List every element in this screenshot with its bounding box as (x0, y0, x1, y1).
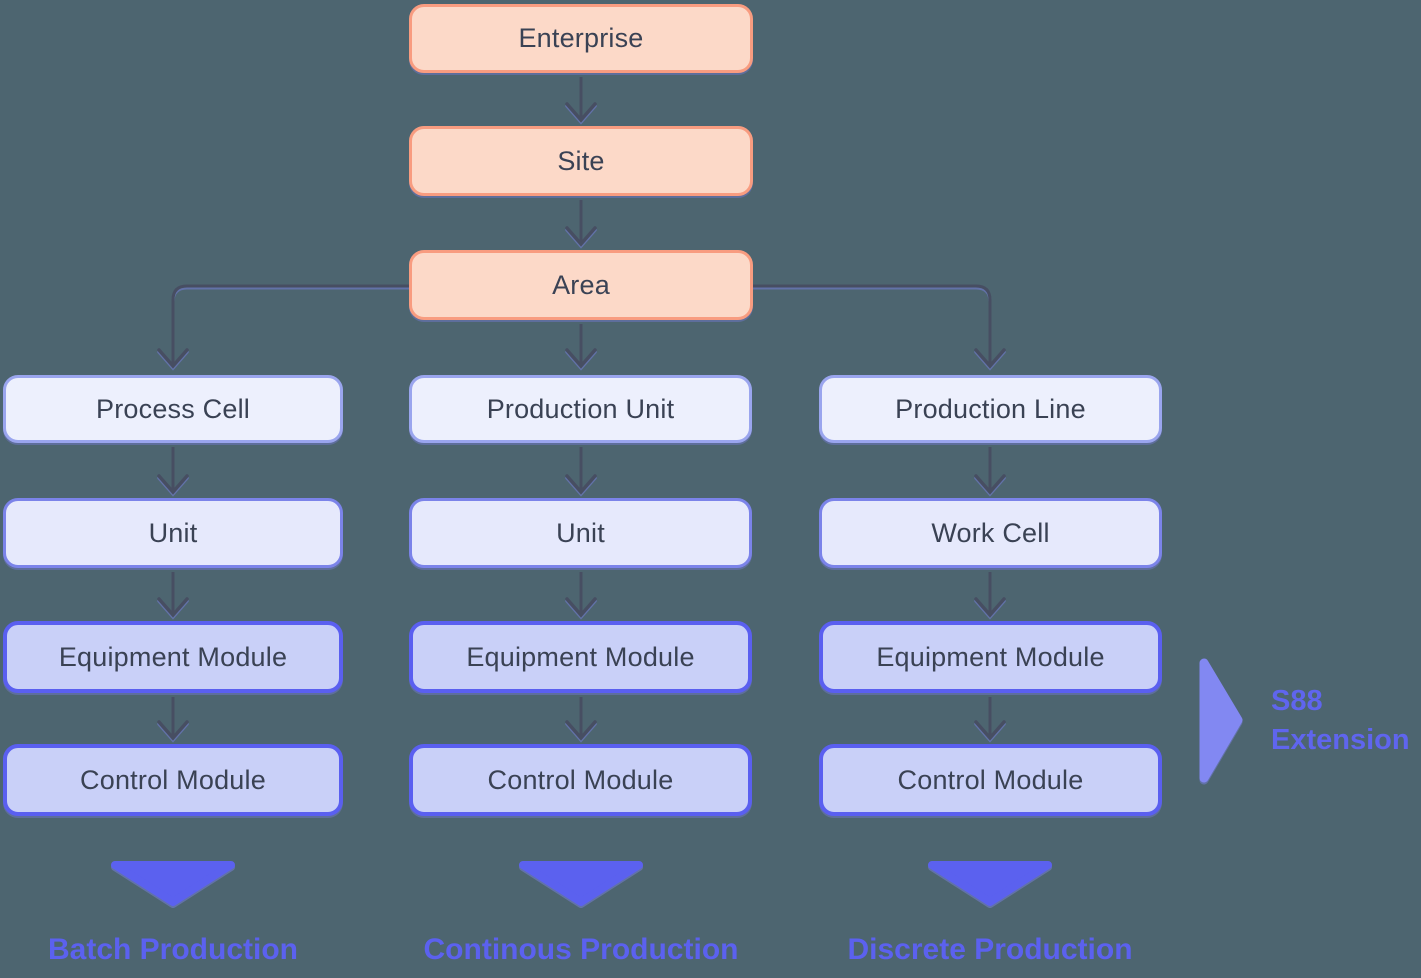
label-batch-production: Batch Production (47, 933, 299, 966)
box-enterprise: Enterprise (409, 4, 753, 73)
box-unit-continuous: Unit (409, 498, 752, 568)
box-production-unit: Production Unit (409, 375, 752, 443)
box-process-cell: Process Cell (3, 375, 343, 443)
box-area: Area (409, 250, 753, 320)
box-control-module-continuous: Control Module (409, 744, 752, 816)
s88-extension-line2: Extension (1271, 724, 1410, 756)
box-production-line-label: Production Line (895, 393, 1086, 424)
discrete-down-triangle-icon (928, 861, 1052, 906)
box-site-label: Site (557, 145, 605, 176)
box-production-line: Production Line (819, 375, 1162, 443)
box-production-unit-label: Production Unit (486, 393, 675, 424)
box-control-module-continuous-label: Control Module (487, 764, 674, 795)
box-control-module-batch: Control Module (3, 744, 343, 816)
box-equipment-module-discrete: Equipment Module (819, 621, 1162, 693)
label-continous-production: Continous Production (423, 933, 739, 966)
box-equipment-module-discrete-label: Equipment Module (876, 641, 1105, 672)
box-enterprise-label: Enterprise (518, 23, 644, 53)
box-equipment-module-continuous: Equipment Module (409, 621, 752, 693)
box-equipment-module-continuous-label: Equipment Module (466, 641, 695, 672)
box-process-cell-label: Process Cell (96, 393, 250, 424)
arrow-area-process-cell (157, 284, 409, 369)
continuous-down-triangle-icon (519, 861, 643, 906)
box-unit-continuous-label: Unit (556, 517, 605, 548)
box-equipment-module-batch-label: Equipment Module (58, 641, 288, 672)
box-unit-batch: Unit (3, 498, 343, 568)
box-control-module-discrete-label: Control Module (897, 764, 1084, 795)
box-work-cell-label: Work Cell (931, 517, 1050, 548)
box-work-cell: Work Cell (819, 498, 1162, 568)
box-control-module-batch-label: Control Module (80, 764, 266, 795)
s88-extension-note: S88 Extension (1271, 682, 1410, 760)
box-equipment-module-batch: Equipment Module (3, 621, 343, 693)
s88-extension-line1: S88 (1271, 685, 1323, 717)
arrow-area-production-line (753, 284, 1006, 369)
s88-extension-right-triangle-icon (1199, 658, 1243, 783)
box-area-label: Area (552, 269, 610, 300)
box-control-module-discrete: Control Module (819, 744, 1162, 816)
batch-down-triangle-icon (111, 861, 235, 906)
box-unit-batch-label: Unit (148, 517, 198, 548)
box-site: Site (409, 126, 753, 196)
label-discrete-production: Discrete Production (847, 933, 1133, 966)
